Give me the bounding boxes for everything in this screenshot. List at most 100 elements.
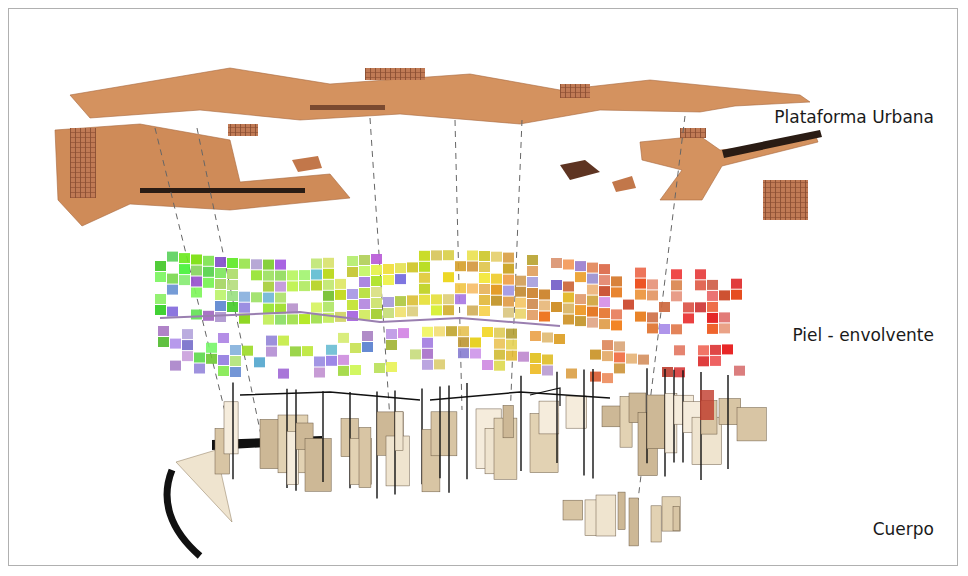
body-post — [466, 383, 467, 479]
skin-tile — [515, 287, 526, 297]
skin-tile — [551, 280, 562, 290]
skin-tile — [635, 279, 646, 289]
body-post — [232, 383, 233, 480]
skin-tile — [203, 267, 214, 277]
skin-tile — [527, 310, 538, 320]
skin-tile — [734, 366, 745, 376]
skin-tile — [158, 337, 169, 347]
skin-tile — [527, 277, 538, 287]
skin-tile — [530, 353, 541, 363]
skin-tile — [278, 369, 289, 379]
skin-tile — [542, 355, 553, 365]
skin-tile — [479, 295, 490, 305]
skin-tile — [263, 293, 274, 303]
skin-tile — [467, 262, 478, 272]
skin-tile — [422, 338, 433, 348]
skin-tile — [323, 280, 334, 290]
skin-tile — [575, 294, 586, 304]
skin-tile — [647, 290, 658, 300]
skin-tile — [263, 282, 274, 292]
skin-tile — [491, 285, 502, 295]
skin-tile — [194, 364, 205, 374]
skin-tile — [719, 290, 730, 300]
skin-tile — [191, 277, 202, 287]
skin-tile — [371, 287, 382, 297]
skin-tile — [335, 279, 346, 289]
platform-path — [722, 130, 822, 158]
skin-tile — [191, 266, 202, 276]
skin-tile — [671, 269, 682, 279]
skin-tile — [350, 343, 361, 353]
skin-tile — [551, 302, 562, 312]
skin-tile — [383, 275, 394, 285]
skin-tile — [515, 309, 526, 319]
skin-tile — [506, 340, 517, 350]
skin-tile — [590, 372, 601, 382]
skin-tile — [167, 252, 178, 262]
skin-tile — [266, 336, 277, 346]
skin-tile — [251, 292, 262, 302]
skin-tile — [263, 260, 274, 270]
skin-tile — [323, 269, 334, 279]
skin-tile — [323, 258, 334, 268]
skin-tile — [275, 260, 286, 270]
skin-tile — [491, 252, 502, 262]
skin-tile — [263, 315, 274, 325]
urban-platform — [55, 68, 822, 226]
skin-tile — [254, 357, 265, 367]
skin-tile — [227, 269, 238, 279]
skin-tile — [383, 297, 394, 307]
skin-tile — [170, 361, 181, 371]
skin-tile — [251, 259, 262, 269]
skin-tile — [215, 301, 226, 311]
skin-tile — [710, 356, 721, 366]
skin-tile — [206, 343, 217, 353]
skin-tile — [602, 373, 613, 383]
skin-tile — [443, 272, 454, 282]
skin-tile — [707, 324, 718, 334]
skin-tile — [347, 256, 358, 266]
skin-tile — [155, 294, 166, 304]
skin-tile — [263, 271, 274, 281]
skin-tile — [722, 344, 733, 354]
skin-tile — [287, 270, 298, 280]
skin-tile — [527, 255, 538, 265]
skin-tile — [695, 280, 706, 290]
skin-tile — [587, 307, 598, 317]
roof-tiles — [365, 68, 425, 80]
skin-tile — [659, 302, 670, 312]
skin-envelope — [155, 250, 745, 383]
skin-tile — [455, 294, 466, 304]
roof-tiles — [560, 84, 590, 98]
skin-tile — [326, 345, 337, 355]
skin-tile — [527, 288, 538, 298]
skin-tile — [383, 308, 394, 318]
skin-tile — [671, 291, 682, 301]
platform-block — [560, 160, 600, 180]
skin-tile — [326, 356, 337, 366]
body-post — [592, 369, 593, 479]
skin-tile — [602, 351, 613, 361]
skin-tile — [431, 294, 442, 304]
skin-tile — [491, 296, 502, 306]
skin-tile — [626, 354, 637, 364]
skin-tile — [602, 340, 613, 350]
body-wall — [359, 427, 371, 487]
skin-tile — [386, 362, 397, 372]
skin-tile — [467, 284, 478, 294]
skin-tile — [422, 327, 433, 337]
skin-tile — [635, 312, 646, 322]
skin-tile — [347, 267, 358, 277]
skin-tile — [614, 352, 625, 362]
alignment-line — [155, 128, 232, 440]
skin-tile — [227, 280, 238, 290]
body-post — [727, 375, 728, 469]
skin-tile — [467, 306, 478, 316]
skin-tile — [515, 298, 526, 308]
body-wall — [737, 408, 766, 441]
skin-tile — [155, 305, 166, 315]
skin-tile — [446, 326, 457, 336]
skin-tile — [482, 360, 493, 370]
body-structure — [167, 368, 766, 556]
skin-tile — [287, 314, 298, 324]
